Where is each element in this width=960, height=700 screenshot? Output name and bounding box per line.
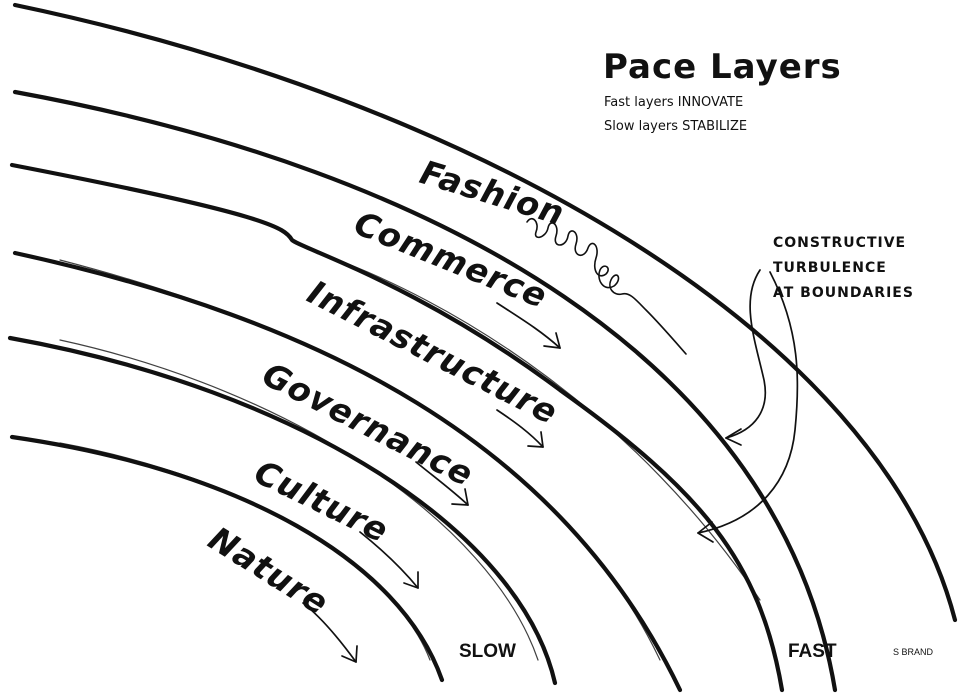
arrow-icon [359,531,419,589]
callout-line-2: TURBULENCE [773,260,887,276]
layer-labels: Fashion Commerce Infrastructure Governan… [202,152,569,622]
arrow-icon [496,409,544,448]
callout-arrow-lower [697,271,799,534]
boundary-arc-culture-nature-sketch [59,442,431,661]
diagram-title: Pace Layers [603,47,842,87]
boundary-arc-commerce-infrastructure-sketch [309,249,761,601]
arrow-icon [496,302,561,349]
callout-arrows [697,269,799,543]
boundary-arc-governance-culture [7,335,558,686]
arrow-icon [302,602,358,663]
subtitle-line-slow: Slow layers STABILIZE [604,119,747,134]
turbulence-squiggle-icon [526,217,687,355]
turbulence-callout: CONSTRUCTIVE TURBULENCE AT BOUNDARIES [773,235,914,301]
subtitle-line-fast: Fast layers INNOVATE [604,95,743,110]
layer-label-nature: Nature [202,519,336,623]
boundary-arc-infrastructure-governance-sketch [59,259,661,661]
speed-label-slow: SLOW [459,641,516,662]
boundary-arc-commerce-infrastructure [9,162,785,693]
callout-arrowhead-lower-icon [697,521,714,543]
layer-boundaries [7,2,958,693]
arrow-icon [415,461,469,506]
author-credit: S BRAND [893,647,934,657]
callout-line-1: CONSTRUCTIVE [773,235,906,251]
layer-arrows [302,302,561,663]
boundary-arc-fashion-commerce [12,89,838,693]
callout-arrow-upper [725,269,767,439]
callout-arrowhead-upper-icon [725,428,742,446]
layer-label-culture: Culture [248,452,394,550]
speed-label-fast: FAST [788,641,837,662]
boundary-arc-fashion-outer [12,2,958,623]
boundary-arc-governance-culture-sketch [59,339,539,661]
title-block: Pace Layers Fast layers INNOVATE Slow la… [603,47,842,134]
callout-line-3: AT BOUNDARIES [773,285,914,301]
